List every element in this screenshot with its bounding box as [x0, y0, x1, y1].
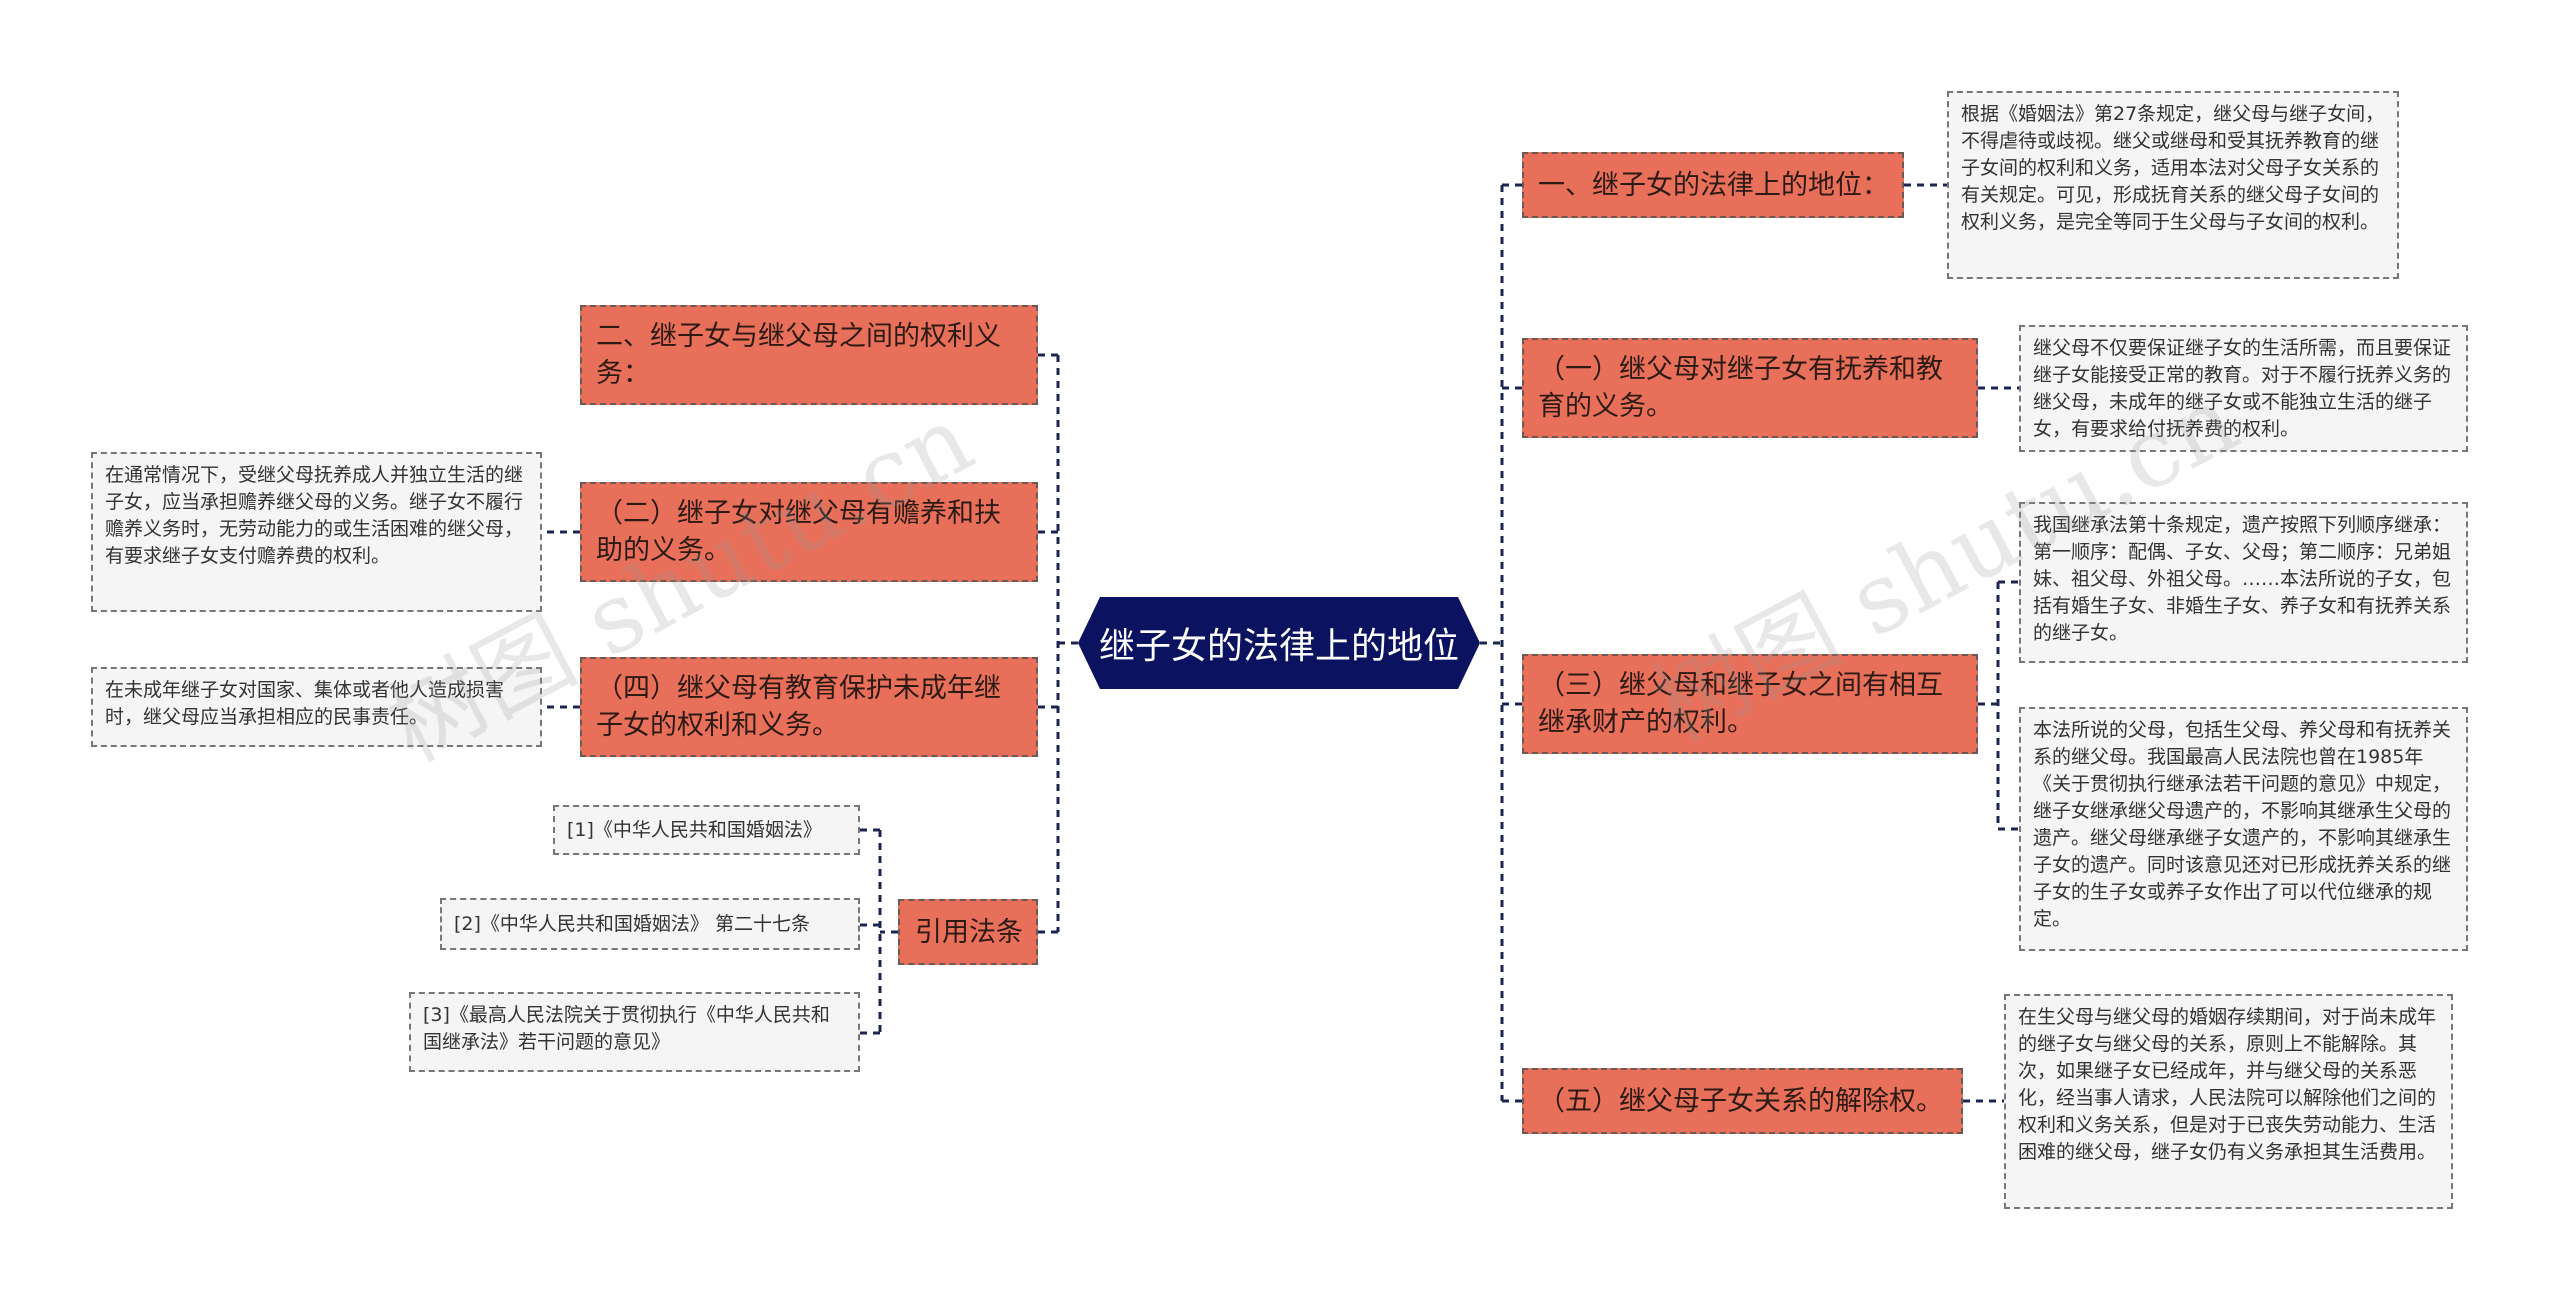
branch-label: （五）继父母子女关系的解除权。: [1538, 1085, 1943, 1117]
note-legal-status: 根据《婚姻法》第27条规定，继父母与继子女间，不得虐待或歧视。继父或继母和受其抚…: [1947, 91, 2399, 279]
branch-rights-duties[interactable]: 二、继子女与继父母之间的权利义务：: [580, 305, 1038, 405]
note-support-duty: 在通常情况下，受继父母抚养成人并独立生活的继子女，应当承担赡养继父母的义务。继子…: [91, 452, 542, 612]
note-inheritance-law-order: 我国继承法第十条规定，遗产按照下列顺序继承：第一顺序：配偶、子女、父母；第二顺序…: [2019, 502, 2468, 663]
branch-cited-laws[interactable]: 引用法条: [898, 899, 1038, 965]
branch-label: （二）继子女对继父母有赡养和扶助的义务。: [596, 498, 1001, 566]
branch-dissolution-right[interactable]: （五）继父母子女关系的解除权。: [1522, 1068, 1963, 1134]
branch-label: （四）继父母有教育保护未成年继子女的权利和义务。: [596, 673, 1001, 741]
note-text: 继父母不仅要保证继子女的生活所需，而且要保证继子女能接受正常的教育。对于不履行抚…: [2033, 337, 2452, 440]
reference-text: [1]《中华人民共和国婚姻法》: [567, 818, 822, 841]
note-text: 我国继承法第十条规定，遗产按照下列顺序继承：第一顺序：配偶、子女、父母；第二顺序…: [2033, 514, 2452, 644]
central-topic[interactable]: 继子女的法律上的地位: [1078, 597, 1480, 689]
branch-label: 一、继子女的法律上的地位：: [1538, 169, 1889, 201]
central-topic-label: 继子女的法律上的地位: [1098, 626, 1459, 667]
note-text: 根据《婚姻法》第27条规定，继父母与继子女间，不得虐待或歧视。继父或继母和受其抚…: [1961, 103, 2385, 233]
reference-item-3: [3]《最高人民法院关于贯彻执行《中华人民共和国继承法》若干问题的意见》: [409, 992, 860, 1072]
reference-item-1: [1]《中华人民共和国婚姻法》: [553, 805, 860, 855]
branch-label: （一）继父母对继子女有抚养和教育的义务。: [1538, 354, 1943, 422]
branch-education-protection[interactable]: （四）继父母有教育保护未成年继子女的权利和义务。: [580, 657, 1038, 757]
note-text: 在未成年继子女对国家、集体或者他人造成损害时，继父母应当承担相应的民事责任。: [105, 679, 505, 728]
branch-mutual-inheritance[interactable]: （三）继父母和继子女之间有相互继承财产的权利。: [1522, 654, 1978, 754]
reference-text: [3]《最高人民法院关于贯彻执行《中华人民共和国继承法》若干问题的意见》: [423, 1004, 830, 1053]
branch-label: 引用法条: [915, 916, 1023, 948]
note-education-protection: 在未成年继子女对国家、集体或者他人造成损害时，继父母应当承担相应的民事责任。: [91, 667, 542, 747]
note-text: 本法所说的父母，包括生父母、养父母和有抚养关系的继父母。我国最高人民法院也曾在1…: [2033, 719, 2452, 930]
note-dissolution-right: 在生父母与继父母的婚姻存续期间，对于尚未成年的继子女与继父母的关系，原则上不能解…: [2004, 994, 2453, 1209]
note-text: 在生父母与继父母的婚姻存续期间，对于尚未成年的继子女与继父母的关系，原则上不能解…: [2018, 1006, 2437, 1163]
branch-label: （三）继父母和继子女之间有相互继承财产的权利。: [1538, 670, 1943, 738]
note-inheritance-parents: 本法所说的父母，包括生父母、养父母和有抚养关系的继父母。我国最高人民法院也曾在1…: [2019, 707, 2468, 951]
branch-legal-status[interactable]: 一、继子女的法律上的地位：: [1522, 152, 1904, 218]
note-text: 在通常情况下，受继父母抚养成人并独立生活的继子女，应当承担赡养继父母的义务。继子…: [105, 464, 524, 567]
note-duty-raise-educate: 继父母不仅要保证继子女的生活所需，而且要保证继子女能接受正常的教育。对于不履行抚…: [2019, 325, 2468, 452]
reference-item-2: [2]《中华人民共和国婚姻法》 第二十七条: [440, 898, 860, 950]
reference-text: [2]《中华人民共和国婚姻法》 第二十七条: [454, 912, 810, 935]
branch-label: 二、继子女与继父母之间的权利义务：: [596, 321, 1001, 389]
branch-duty-raise-educate[interactable]: （一）继父母对继子女有抚养和教育的义务。: [1522, 338, 1978, 438]
branch-support-duty[interactable]: （二）继子女对继父母有赡养和扶助的义务。: [580, 482, 1038, 582]
